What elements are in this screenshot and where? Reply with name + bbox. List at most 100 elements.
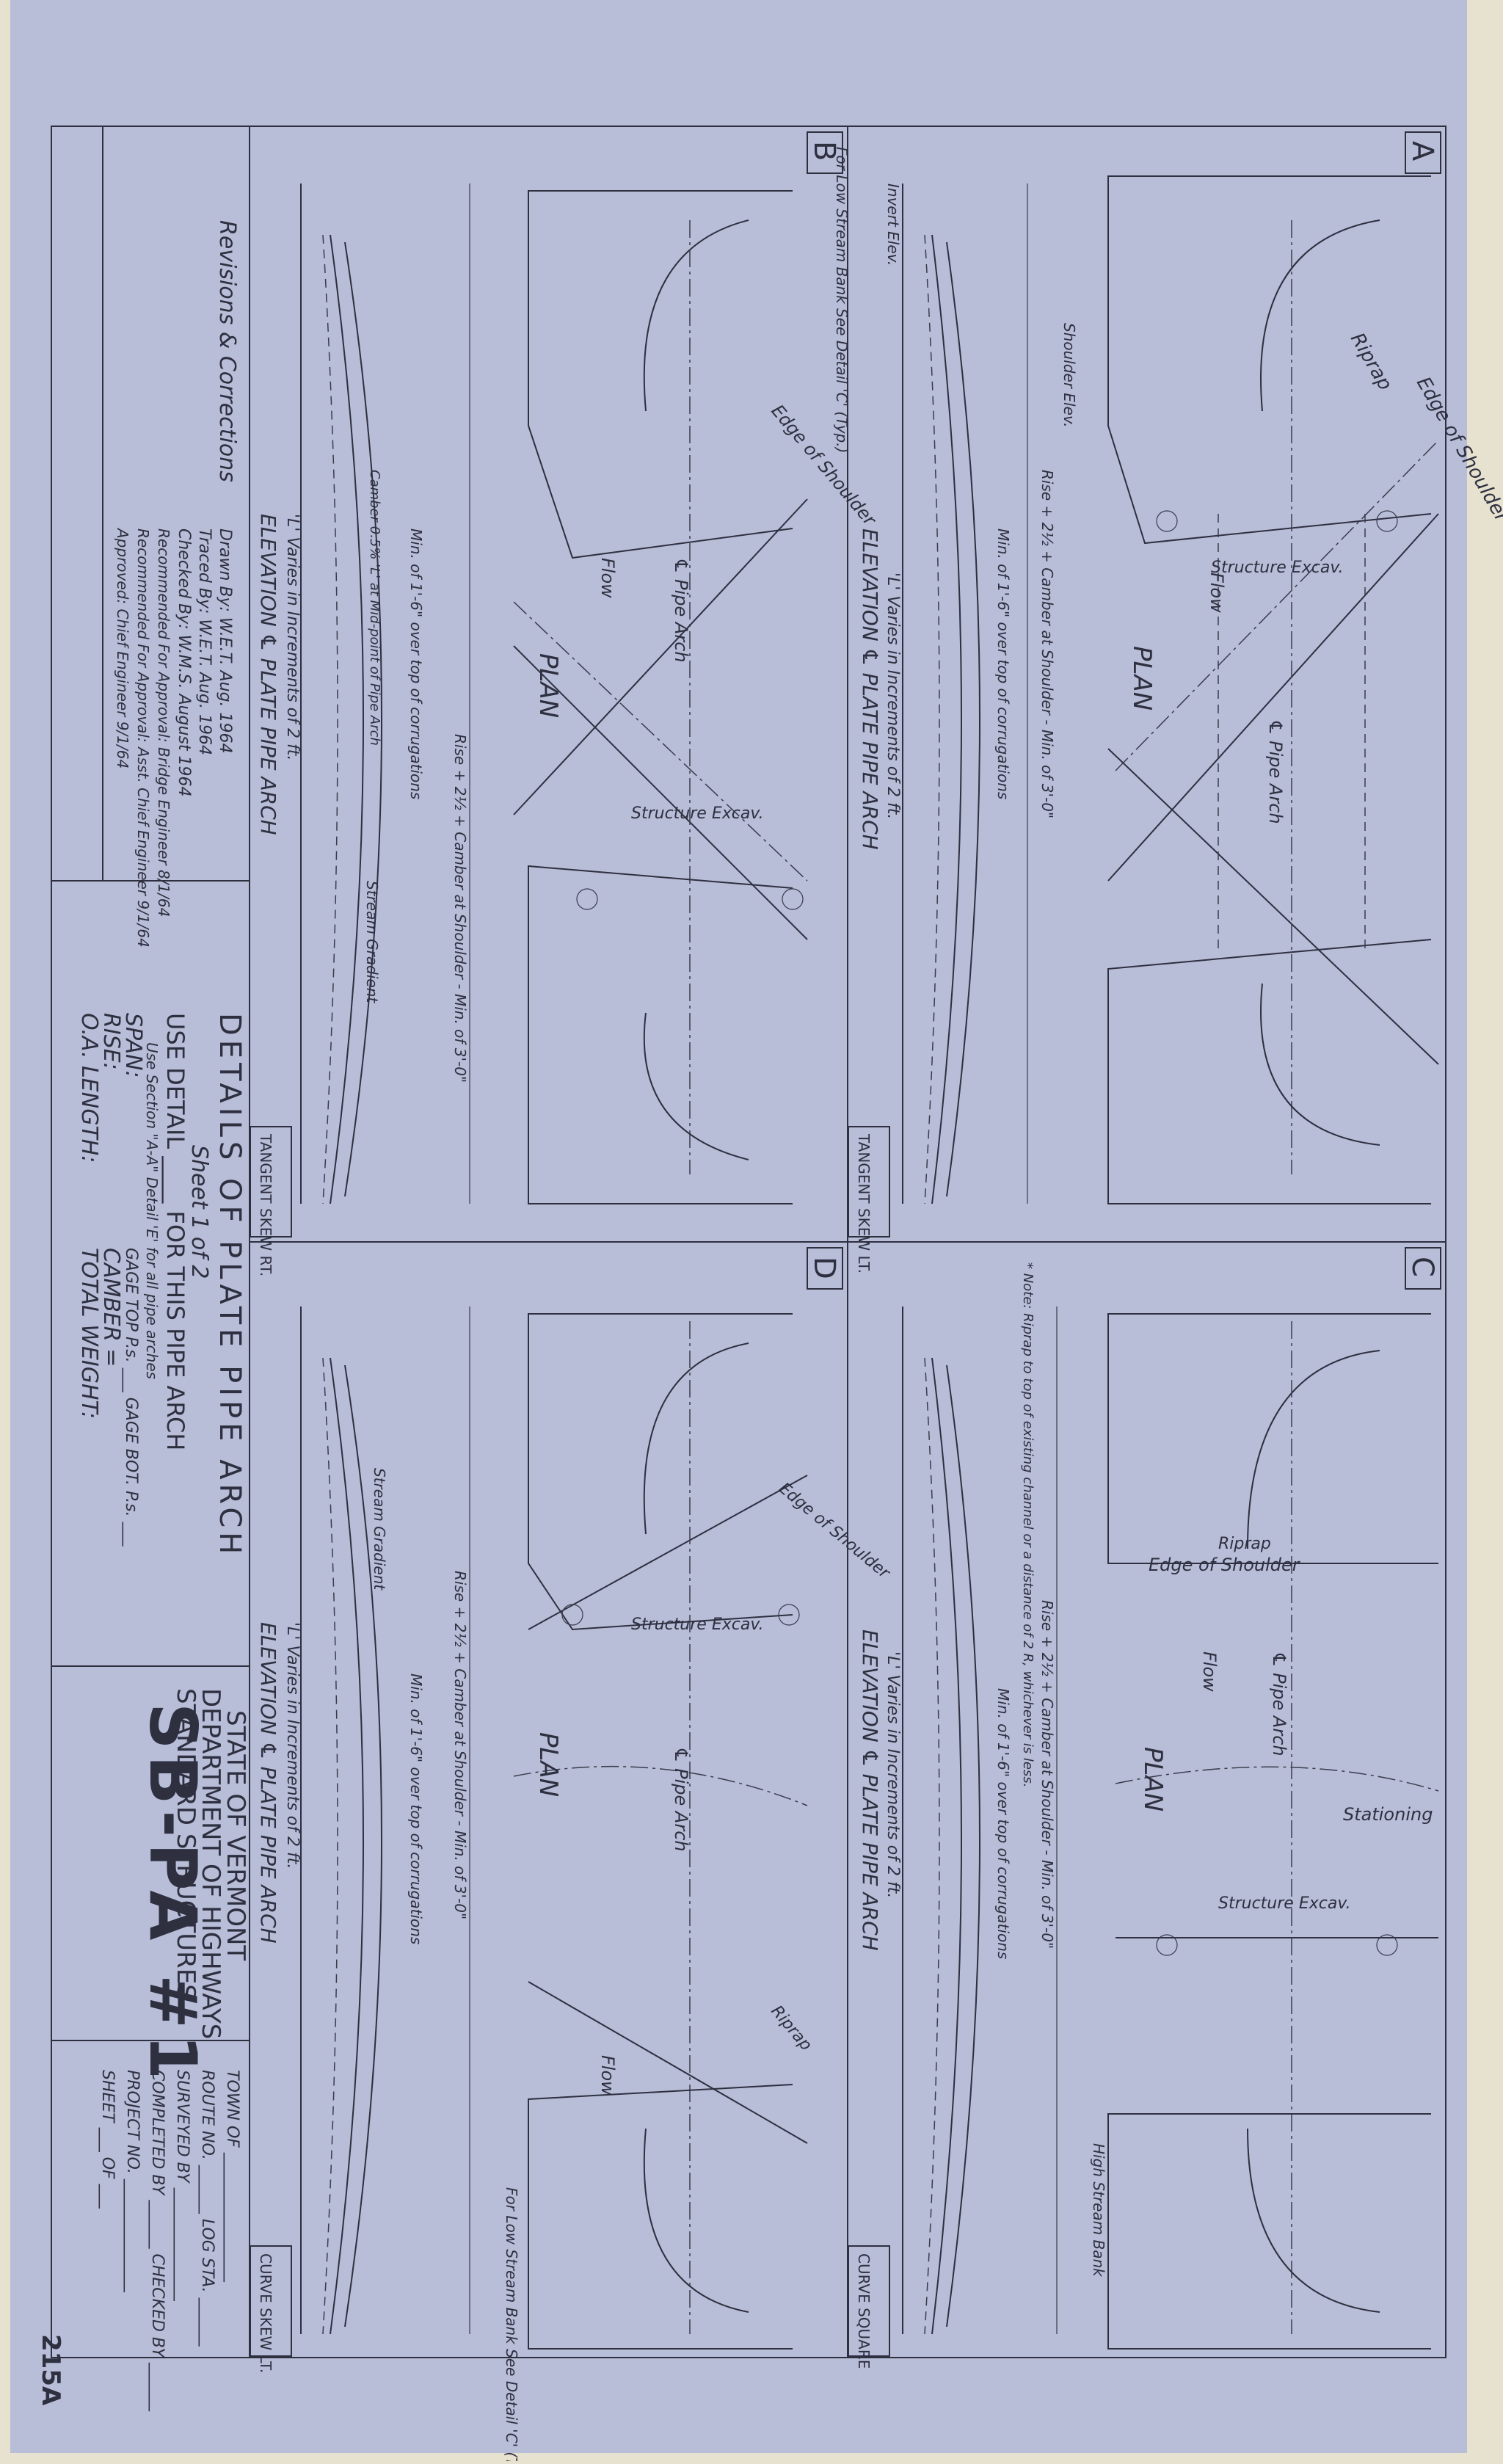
panel-c-edge: Edge of Shoulder <box>1149 1555 1301 1575</box>
panel-c-arch-bot <box>1247 2128 1380 2313</box>
sheet-of: SHEET ___ OF ___ <box>98 2070 117 2209</box>
title-area: DETAILS OF PLATE PIPE ARCH Sheet 1 of 2 … <box>76 1013 247 1558</box>
length-label: O.A. LENGTH: <box>76 1013 102 1163</box>
panel-c-rise: Rise + 2½ + Camber at Shoulder - Min. of… <box>1038 1600 1056 1949</box>
panel-d-section-mark-2 <box>778 1604 800 1626</box>
rise-label: RISE: <box>98 1013 124 1070</box>
panel-c-excav: Structure Excav. <box>1218 1894 1351 1913</box>
panel-a-roadway <box>1115 440 1439 771</box>
state-block: STATE OF VERMONT DEPARTMENT OF HIGHWAYS … <box>135 1688 250 2085</box>
camber-label: CAMBER = <box>98 1248 124 1367</box>
blueprint-sheet <box>10 0 1467 2453</box>
panel-d-pipe-top <box>330 1357 364 2335</box>
panel-a-pipe-top <box>931 234 962 1204</box>
panel-b-case-box <box>250 1126 292 1238</box>
panel-d-roadway <box>513 1765 808 1806</box>
panel-d-excav: Structure Excav. <box>631 1616 764 1634</box>
panel-c-roadway <box>1115 1766 1439 1792</box>
title-main: DETAILS OF PLATE PIPE ARCH <box>213 1013 247 1558</box>
panel-d-rise: Rise + 2½ + Camber at Shoulder - Min. of… <box>451 1571 469 1919</box>
panel-c-pipe-top <box>931 1357 962 2335</box>
panel-a-flow: Flow <box>1207 573 1227 613</box>
recommended-2: Recommended For Approval: Asst. Chief En… <box>134 528 152 948</box>
state-name: STATE OF VERMONT <box>221 1710 250 1960</box>
panel-c: C PLAN Flow ℄ Pipe Arch Edge of Shoulder… <box>848 1247 1441 2369</box>
approved: Approved: Chief Engineer 9/1/64 <box>114 527 131 768</box>
panel-a-plan-headwall-top <box>1107 175 1432 545</box>
panel-a-rise: Rise + 2½ + Camber at Shoulder - Min. of… <box>1038 470 1056 818</box>
panel-d-low-stream: For Low Stream Bank See Detail 'C' (Typ.… <box>503 2187 520 2461</box>
title-sheet: Sheet 1 of 2 <box>186 1145 212 1279</box>
drawn-by: Drawn By: W.E.T. Aug. 1964 <box>216 528 234 754</box>
panel-c-elev-title: ELEVATION ℄ PLATE PIPE ARCH <box>858 1629 882 1951</box>
panel-a-pipe-arch: ℄ Pipe Arch <box>1265 719 1286 824</box>
project-block: TOWN OF ________________ ROUTE NO. _____… <box>98 2070 241 2412</box>
panel-c-case-box <box>848 2245 890 2357</box>
panel-a-edge-shoulder-2 <box>1107 748 1439 1065</box>
panel-b-pipe-top-2 <box>344 241 382 1197</box>
panel-b-elev-title: ELEVATION ℄ PLATE PIPE ARCH <box>256 514 280 835</box>
signature-block: Drawn By: W.E.T. Aug. 1964 Traced By: W.… <box>114 527 234 948</box>
panel-b-section-mark-2 <box>782 888 804 910</box>
panel-c-riprap-note: * Note: Riprap to top of existing channe… <box>1020 1262 1036 1787</box>
panel-b-case: TANGENT SKEW RT. <box>257 1133 274 1276</box>
panel-c-min: Min. of 1'-6" over top of corrugations <box>994 1688 1012 1959</box>
surveyed: SURVEYED BY ______________ <box>173 2070 192 2302</box>
panel-b-roadway <box>513 601 808 882</box>
drawing-number: SB-PA #1 <box>135 1703 211 2085</box>
panel-a-invert: Invert Elev. <box>884 183 902 266</box>
use-section: Use Section "A-A" Detail 'E' for all pip… <box>143 1042 161 1379</box>
panel-b-pipe-invert <box>322 234 338 1204</box>
panel-c-flow: Flow <box>1199 1651 1220 1692</box>
panel-b-edge-2 <box>513 645 808 940</box>
weight-label: TOTAL WEIGHT: <box>76 1248 102 1419</box>
panel-a-edge-shoulder-1 <box>1107 513 1439 882</box>
panel-c-riprap: Riprap <box>1218 1535 1271 1553</box>
sheet-number: 215A <box>36 2334 65 2406</box>
panel-d-pipe-arch: ℄ Pipe Arch <box>671 1747 691 1852</box>
panel-a-case: TANGENT SKEW LT. <box>855 1133 873 1273</box>
panel-b-camber: Camber 0.5% 'L' at Mid-point of Pipe Arc… <box>367 470 382 746</box>
panel-a-plan-title: PLAN <box>1127 646 1157 711</box>
panel-c-section-mark-1 <box>1156 1934 1178 1956</box>
panel-c-plan-headwall-bot <box>1107 2113 1431 2349</box>
panel-b-arch-top <box>643 219 749 412</box>
panel-b-edge-1 <box>513 498 808 815</box>
panel-b-plan-headwall-top <box>528 190 793 559</box>
panel-a-l-varies: 'L' Varies in Increments of 2 ft. <box>884 573 902 819</box>
panel-c-tag <box>1405 1247 1441 1290</box>
panel-b-pipe-arch: ℄ Pipe Arch <box>671 558 691 663</box>
panel-d-letter: D <box>807 1257 841 1279</box>
panel-c-pipe-invert <box>924 1357 940 2335</box>
panel-a-letter: A <box>1405 141 1439 161</box>
panel-d-arch-bot <box>643 2128 749 2313</box>
panel-d-l-varies: 'L' Varies in Increments of 2 ft. <box>283 1622 302 1869</box>
panel-a-min: Min. of 1'-6" over top of corrugations <box>994 528 1012 799</box>
department: DEPARTMENT OF HIGHWAYS <box>196 1688 225 2039</box>
panel-d-arch-top <box>643 1342 749 1535</box>
panel-b-flow: Flow <box>597 558 618 598</box>
panel-d-case: CURVE SKEW LT. <box>257 2253 274 2373</box>
panel-a-elev-title: ELEVATION ℄ PLATE PIPE ARCH <box>858 528 882 850</box>
panel-d-plan-title: PLAN <box>534 1732 563 1797</box>
panel-c-stationing: Stationing <box>1343 1804 1433 1825</box>
panel-c-arch-top <box>1247 1350 1380 1549</box>
panel-d-elev-title: ELEVATION ℄ PLATE PIPE ARCH <box>256 1622 280 1944</box>
checked-by: Checked By: W.M.S. August 1964 <box>175 528 193 797</box>
panel-d-edge-1 <box>528 1475 808 1630</box>
panel-d-flow: Flow <box>597 2055 618 2096</box>
panel-a-tag <box>1405 131 1441 174</box>
panel-d-case-box <box>250 2245 292 2357</box>
traced-by: Traced By: W.E.T. Aug. 1964 <box>195 528 214 755</box>
revisions-label: Revisions & Corrections <box>214 220 240 482</box>
panel-d-plan-headwall-bot <box>528 2084 793 2349</box>
panel-a-shoulder-elev: Shoulder Elev. <box>1060 323 1078 427</box>
panel-d-pipe-invert <box>322 1357 338 2335</box>
gage-label: GAGE TOP P.s. ___ GAGE BOT. P.s. ___ <box>122 1248 140 1547</box>
panel-b-plan-title: PLAN <box>534 653 563 718</box>
panel-b-excav: Structure Excav. <box>631 804 764 823</box>
recommended-1: Recommended For Approval: Bridge Enginee… <box>155 528 172 917</box>
panel-d-edge-2 <box>528 1981 808 2144</box>
